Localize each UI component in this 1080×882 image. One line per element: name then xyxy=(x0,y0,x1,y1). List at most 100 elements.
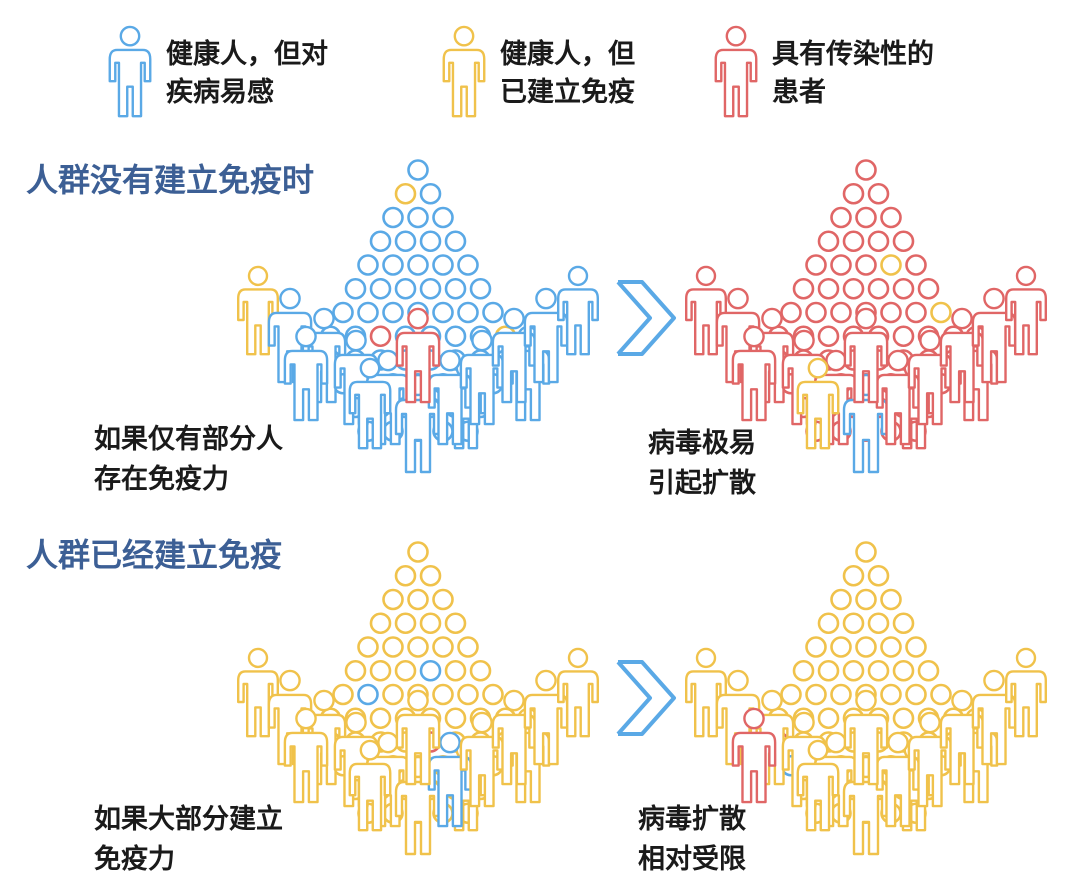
person-head-circle xyxy=(855,206,877,229)
person-head-circle xyxy=(792,277,815,300)
person-head-circle xyxy=(419,182,442,205)
person-head-circle xyxy=(407,159,429,181)
person-head-circle xyxy=(892,659,915,682)
person-head-circle xyxy=(394,564,417,587)
person-head-circle xyxy=(842,230,865,253)
person-head-circle xyxy=(880,588,902,611)
legend-label-line1: 健康人，但 xyxy=(500,39,635,70)
person-head-circle xyxy=(780,683,802,706)
person-figure xyxy=(971,669,1017,766)
person-head-circle xyxy=(382,254,404,276)
person-figure xyxy=(283,325,329,422)
person-head-circle xyxy=(917,659,940,682)
caption-virus-spread-limited: 病毒扩散 相对受限 xyxy=(638,804,746,875)
person-head-circle xyxy=(457,254,479,276)
person-head-circle xyxy=(357,636,379,658)
arrow-right-icon xyxy=(616,660,676,736)
person-head-circle xyxy=(880,254,902,276)
person-figure xyxy=(796,357,840,450)
person-head-circle xyxy=(382,588,404,611)
person-head-circle xyxy=(444,277,467,300)
person-head-circle xyxy=(880,206,902,229)
person-head-circle xyxy=(407,588,429,611)
person-head-circle xyxy=(444,659,467,682)
person-head-circle xyxy=(855,588,877,611)
person-head-circle xyxy=(892,707,915,730)
person-figure xyxy=(442,25,486,118)
person-head-circle xyxy=(842,612,865,635)
person-head-circle xyxy=(369,659,392,682)
legend-label-line2: 已建立免疫 xyxy=(500,77,635,108)
person-head-circle xyxy=(444,707,467,730)
person-figure xyxy=(491,307,537,404)
person-head-circle xyxy=(332,301,354,324)
person-head-circle xyxy=(805,636,827,658)
person-head-circle xyxy=(867,564,890,587)
immune-person-icon xyxy=(442,25,486,118)
person-figure xyxy=(427,349,473,446)
person-head-circle xyxy=(357,301,379,324)
person-head-circle xyxy=(469,277,492,300)
person-head-circle xyxy=(332,683,354,706)
person-head-circle xyxy=(344,277,367,300)
person-figure xyxy=(731,325,777,422)
person-figure xyxy=(459,711,505,808)
person-head-circle xyxy=(419,277,442,300)
legend-label-line1: 健康人，但对 xyxy=(166,39,328,70)
person-head-circle xyxy=(382,206,404,229)
infected-person-icon xyxy=(714,25,758,118)
arrow-right-icon xyxy=(616,280,676,356)
population-panel-after-low-immunity xyxy=(685,159,1047,474)
person-head-circle xyxy=(817,707,840,730)
legend-label-line2: 疾病易感 xyxy=(166,77,274,108)
population-panel-before-low-immunity xyxy=(237,159,599,474)
person-figure xyxy=(523,669,569,766)
person-head-circle xyxy=(892,277,915,300)
person-head-circle xyxy=(855,159,877,181)
person-figure xyxy=(907,711,953,808)
person-figure xyxy=(108,25,152,118)
person-head-circle xyxy=(905,254,927,276)
person-head-circle xyxy=(867,182,890,205)
person-head-circle xyxy=(394,230,417,253)
person-figure xyxy=(283,707,329,804)
caption-partial-immunity: 如果仅有部分人 存在免疫力 xyxy=(94,424,283,495)
person-figure xyxy=(1005,265,1047,356)
person-head-circle xyxy=(432,683,454,706)
person-figure xyxy=(843,307,889,404)
person-head-circle xyxy=(382,683,404,706)
person-head-circle xyxy=(842,277,865,300)
person-figure xyxy=(1005,647,1047,738)
person-head-circle xyxy=(482,683,504,706)
person-head-circle xyxy=(842,182,865,205)
person-head-circle xyxy=(780,301,802,324)
person-head-circle xyxy=(830,206,852,229)
person-head-circle xyxy=(817,325,840,348)
person-head-circle xyxy=(892,230,915,253)
person-head-circle xyxy=(444,612,467,635)
person-head-circle xyxy=(432,301,454,324)
person-figure xyxy=(395,689,441,786)
person-figure xyxy=(907,329,953,426)
person-figure xyxy=(557,265,599,356)
population-panel-after-high-immunity xyxy=(685,541,1047,856)
person-head-circle xyxy=(830,588,852,611)
person-figure xyxy=(843,689,889,786)
person-head-circle xyxy=(369,230,392,253)
person-head-circle xyxy=(842,564,865,587)
person-head-circle xyxy=(419,564,442,587)
person-head-circle xyxy=(394,612,417,635)
person-figure xyxy=(971,287,1017,384)
person-head-circle xyxy=(817,230,840,253)
person-head-circle xyxy=(930,301,952,324)
person-head-circle xyxy=(382,636,404,658)
person-head-circle xyxy=(419,659,442,682)
person-head-circle xyxy=(855,636,877,658)
section-title-immunity-established: 人群已经建立免疫 xyxy=(26,536,283,574)
person-head-circle xyxy=(805,254,827,276)
person-figure xyxy=(875,349,921,446)
person-head-circle xyxy=(457,683,479,706)
person-head-circle xyxy=(407,206,429,229)
person-figure xyxy=(939,307,985,404)
person-figure xyxy=(731,707,777,804)
